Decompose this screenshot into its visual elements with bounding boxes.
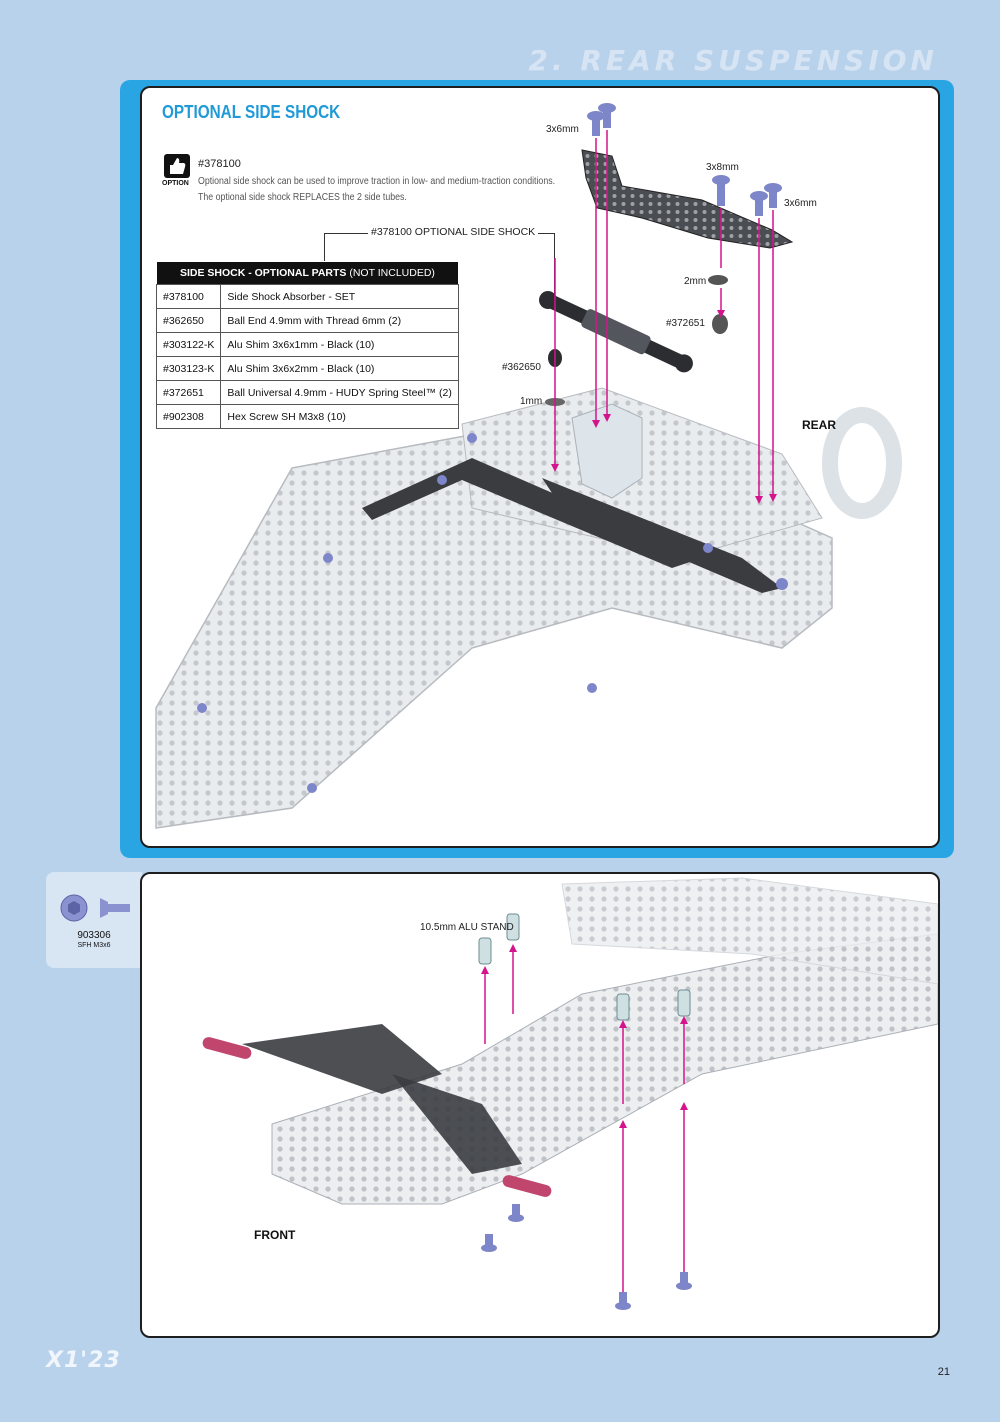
front-chassis-drawing bbox=[202, 877, 938, 1310]
rear-chassis-ghost bbox=[561, 877, 938, 985]
screw-3x6-right bbox=[750, 191, 768, 216]
panel-heading: OPTIONAL SIDE SHOCK bbox=[162, 102, 341, 122]
assembly-arrowheads bbox=[551, 310, 777, 504]
screw-3x8 bbox=[712, 175, 730, 206]
shim-2mm bbox=[708, 275, 728, 285]
label-alu-stand: 10.5mm ALU STAND bbox=[420, 922, 514, 933]
hardware-desc: SFH M3x6 bbox=[77, 942, 111, 949]
page-number: 21 bbox=[937, 1366, 950, 1378]
motor-mount-ring bbox=[822, 407, 902, 519]
parts-table: SIDE SHOCK - OPTIONAL PARTS (NOT INCLUDE… bbox=[155, 262, 459, 429]
section-title: 2. REAR SUSPENSION bbox=[528, 44, 938, 77]
front-label: FRONT bbox=[254, 1228, 296, 1242]
option-description: Optional side shock can be used to impro… bbox=[198, 174, 603, 206]
side-shock bbox=[539, 291, 693, 373]
screw-3x6-left bbox=[587, 111, 605, 136]
bottom-screws bbox=[481, 1204, 692, 1310]
label-screw-3x6-right: 3x6mm bbox=[784, 198, 817, 209]
parts-table-header: SIDE SHOCK - OPTIONAL PARTS (NOT INCLUDE… bbox=[156, 262, 459, 285]
stand-arrows bbox=[484, 948, 685, 1294]
thumbs-up-icon bbox=[164, 154, 190, 178]
axle-left bbox=[202, 1037, 252, 1059]
axle-right bbox=[502, 1175, 552, 1197]
screw-3x6-right-2 bbox=[764, 183, 782, 208]
option-line-2: The optional side shock REPLACES the 2 s… bbox=[198, 192, 407, 203]
side-link-right bbox=[542, 478, 782, 593]
front-arm-left bbox=[242, 1024, 442, 1094]
label-screw-3x6-left: 3x6mm bbox=[546, 124, 579, 135]
label-screw-3x8: 3x8mm bbox=[706, 162, 739, 173]
front-arm-right bbox=[392, 1074, 522, 1174]
flat-head-screw-icon bbox=[60, 894, 130, 922]
top-panel: OPTIONAL SIDE SHOCK OPTION #378100 Optio… bbox=[140, 86, 940, 848]
label-shim-2mm: 2mm bbox=[684, 276, 707, 287]
label-ball-372651: #372651 bbox=[666, 318, 705, 329]
hardware-side-tab: 903306 SFH M3x6 bbox=[46, 872, 142, 968]
ball-372651 bbox=[712, 314, 728, 334]
label-shim-1mm: 1mm bbox=[520, 396, 543, 407]
callout-line bbox=[324, 233, 368, 234]
label-ball-362650: #362650 bbox=[502, 362, 541, 373]
hardware-dots bbox=[197, 433, 788, 793]
upper-plate bbox=[581, 149, 794, 249]
brand-logo: X1'23 bbox=[46, 1348, 121, 1373]
assembly-arrows bbox=[554, 130, 774, 500]
hardware-code: 903306 bbox=[77, 930, 111, 941]
front-chassis-plate bbox=[271, 933, 938, 1205]
option-line-1: Optional side shock can be used to impro… bbox=[198, 176, 556, 187]
callout-line bbox=[324, 233, 325, 261]
side-link-left bbox=[362, 458, 702, 568]
rear-suspension-drawing bbox=[155, 103, 902, 829]
option-badge: OPTION bbox=[162, 180, 189, 187]
bottom-panel: 10.5mm ALU STAND FRONT bbox=[140, 872, 940, 1338]
rear-label: REAR bbox=[802, 418, 837, 432]
screw-3x6-left-2 bbox=[598, 103, 616, 128]
rear-pod-bracket bbox=[571, 403, 643, 499]
alu-stands bbox=[478, 913, 691, 1021]
option-part-number: #378100 bbox=[198, 158, 241, 170]
callout-label: #378100 OPTIONAL SIDE SHOCK bbox=[368, 226, 539, 238]
stand-arrowheads bbox=[481, 944, 688, 1128]
